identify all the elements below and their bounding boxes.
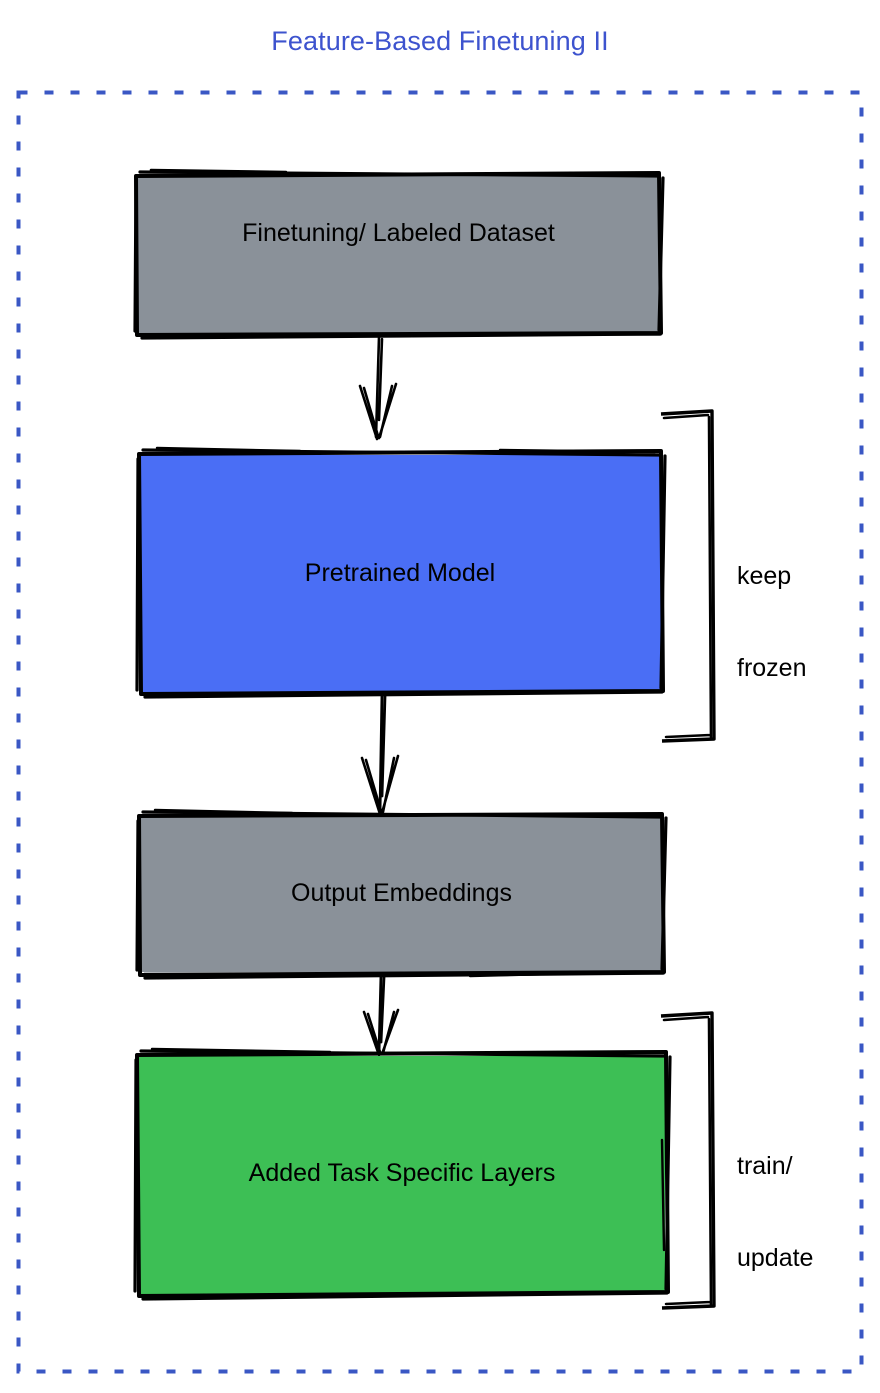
edge-2-shaft <box>378 692 387 814</box>
bracket-keep-frozen <box>660 409 716 743</box>
annotation-train-update-line-2: update <box>737 1243 814 1272</box>
edge-1-arrowhead <box>358 382 398 441</box>
edge-pretrained-to-embeddings <box>360 692 400 816</box>
edge-3-arrowhead <box>362 1008 400 1057</box>
edge-embeddings-to-tasklayers <box>362 973 400 1057</box>
node-pretrained-label: Pretrained Model <box>304 559 496 587</box>
node-embeddings-label: Output Embeddings <box>291 879 512 907</box>
annotation-train-update-line-1: train/ <box>737 1152 793 1180</box>
edge-2-arrowhead <box>360 754 400 816</box>
node-embeddings-outline-b <box>135 810 668 980</box>
annotation-keep-frozen-line-2: frozen <box>737 653 807 682</box>
bracket-keep-frozen-stroke-a <box>660 409 716 743</box>
annotation-train-update-label: train/ update <box>737 1090 867 1334</box>
annotation-keep-frozen-label: keep frozen <box>737 500 867 744</box>
node-pretrained-outline-c <box>149 446 657 699</box>
edge-1-shaft <box>374 335 384 439</box>
page-title: Feature-Based Finetuning II <box>271 26 609 56</box>
node-tasklayers-label: Added Task Specific Layers <box>248 1159 556 1187</box>
node-dataset-label: Finetuning/ Labeled Dataset <box>242 219 555 247</box>
annotation-keep-frozen-line-1: keep <box>737 562 792 590</box>
node-pretrained-outline-b <box>135 448 667 699</box>
container-dashed-border <box>16 90 864 1374</box>
bracket-train-update-stroke-a <box>660 1011 716 1310</box>
edge-3-shaft <box>377 973 386 1055</box>
node-tasklayers-fill <box>139 1056 665 1294</box>
node-embeddings-outline-c <box>148 808 642 979</box>
bracket-train-update <box>660 1011 716 1310</box>
node-embeddings[interactable] <box>135 808 668 980</box>
node-embeddings-fill <box>141 817 662 972</box>
bracket-keep-frozen-stroke-b <box>662 413 713 739</box>
edge-dataset-to-pretrained <box>358 335 398 441</box>
node-tasklayers[interactable] <box>133 1047 672 1301</box>
node-tasklayers-outline-c <box>146 1047 666 1300</box>
node-dataset-outline-c <box>145 168 338 339</box>
node-dataset[interactable] <box>133 168 665 340</box>
node-pretrained[interactable] <box>135 446 667 699</box>
bracket-train-update-stroke-b <box>662 1015 713 1306</box>
node-dataset-outline-b <box>133 170 665 340</box>
node-dataset-fill <box>137 175 659 333</box>
node-tasklayers-outline-b <box>133 1049 672 1301</box>
node-pretrained-fill <box>141 455 661 693</box>
